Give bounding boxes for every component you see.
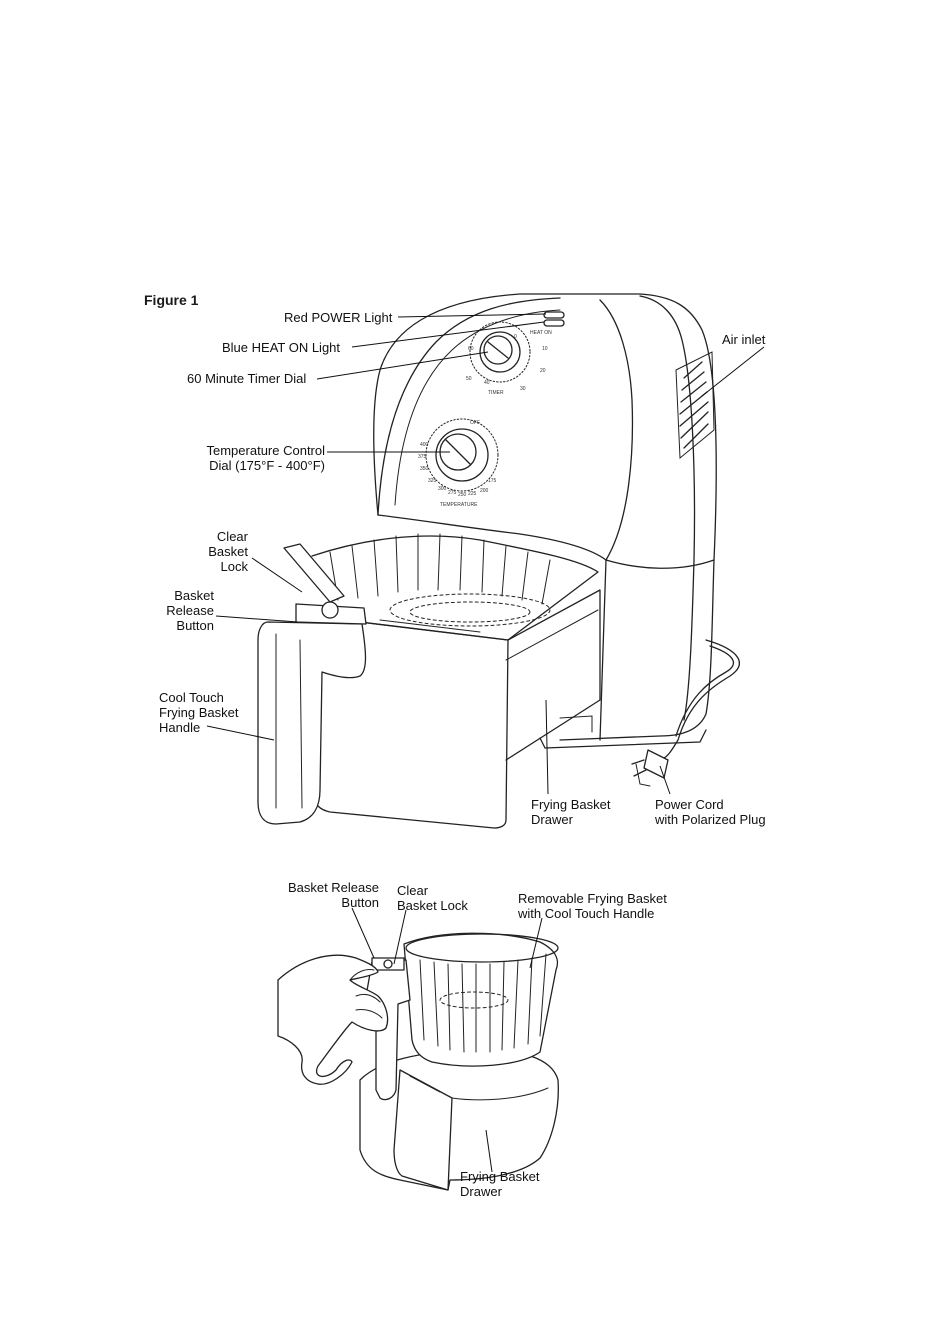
leader-lines bbox=[206, 313, 765, 795]
timer-caption: TIMER bbox=[488, 390, 504, 396]
temperature-dial[interactable]: OFF 400 375 350 325 300 275 250 225 200 … bbox=[418, 418, 499, 508]
polarized-plug bbox=[643, 749, 669, 779]
label-frying-basket-drawer: Frying Basket Drawer bbox=[531, 797, 611, 827]
lower-label-clear-basket-lock: Clear Basket Lock bbox=[397, 883, 468, 913]
timer-mark-60: 60 bbox=[468, 346, 474, 352]
basket-removal-illustration bbox=[277, 932, 559, 1191]
air-fryer-body: HEAT ON TIMER 60 0 10 20 30 40 50 bbox=[257, 293, 740, 829]
lower-label-removable-basket: Removable Frying Basket with Cool Touch … bbox=[518, 891, 667, 921]
timer-mark-40: 40 bbox=[484, 380, 490, 386]
clear-basket-lock bbox=[283, 543, 345, 603]
temp-mark-400: 400 bbox=[420, 442, 429, 448]
air-inlet-vents bbox=[675, 351, 715, 460]
temp-mark-175: 175 bbox=[488, 478, 497, 484]
label-blue-heat-on-light: Blue HEAT ON Light bbox=[222, 340, 341, 355]
label-temperature-dial: Temperature Control Dial (175°F - 400°F) bbox=[206, 443, 326, 473]
temp-mark-225: 225 bbox=[468, 491, 477, 497]
cool-touch-handle[interactable] bbox=[257, 543, 367, 825]
temp-mark-275: 275 bbox=[448, 490, 457, 496]
temp-mark-350: 350 bbox=[420, 466, 429, 472]
temp-mark-off: OFF bbox=[470, 420, 480, 426]
label-red-power-light: Red POWER Light bbox=[284, 310, 393, 325]
label-power-cord: Power Cord with Polarized Plug bbox=[655, 797, 766, 827]
timer-mark-50: 50 bbox=[466, 376, 472, 382]
label-clear-basket-lock: Clear Basket Lock bbox=[208, 529, 248, 574]
figure-title: Figure 1 bbox=[144, 292, 199, 308]
label-cool-touch-handle: Cool Touch Frying Basket Handle bbox=[159, 690, 239, 735]
timer-dial[interactable]: TIMER 60 0 10 20 30 40 50 bbox=[466, 321, 548, 396]
frying-basket-drawer[interactable] bbox=[299, 533, 601, 829]
heat-on-caption: HEAT ON bbox=[530, 330, 552, 336]
label-air-inlet: Air inlet bbox=[722, 332, 766, 347]
temp-mark-375: 375 bbox=[418, 454, 427, 460]
lower-label-basket-release-button: Basket Release Button bbox=[287, 880, 379, 910]
temperature-caption: TEMPERATURE bbox=[440, 502, 478, 508]
label-basket-release-button: Basket Release Button bbox=[166, 588, 214, 633]
lower-leader-lines bbox=[351, 907, 543, 1173]
lower-label-frying-basket-drawer: Frying Basket Drawer bbox=[460, 1169, 540, 1199]
power-cord bbox=[631, 639, 740, 787]
temp-mark-300: 300 bbox=[438, 486, 447, 492]
timer-mark-20: 20 bbox=[540, 368, 546, 374]
timer-mark-0: 0 bbox=[514, 334, 517, 340]
temp-mark-200: 200 bbox=[480, 488, 489, 494]
label-timer-dial: 60 Minute Timer Dial bbox=[187, 371, 307, 386]
indicator-lights: HEAT ON bbox=[530, 311, 565, 336]
temp-mark-325: 325 bbox=[428, 478, 437, 484]
timer-mark-10: 10 bbox=[542, 346, 548, 352]
timer-mark-30: 30 bbox=[520, 386, 526, 392]
temp-mark-250: 250 bbox=[458, 492, 467, 498]
